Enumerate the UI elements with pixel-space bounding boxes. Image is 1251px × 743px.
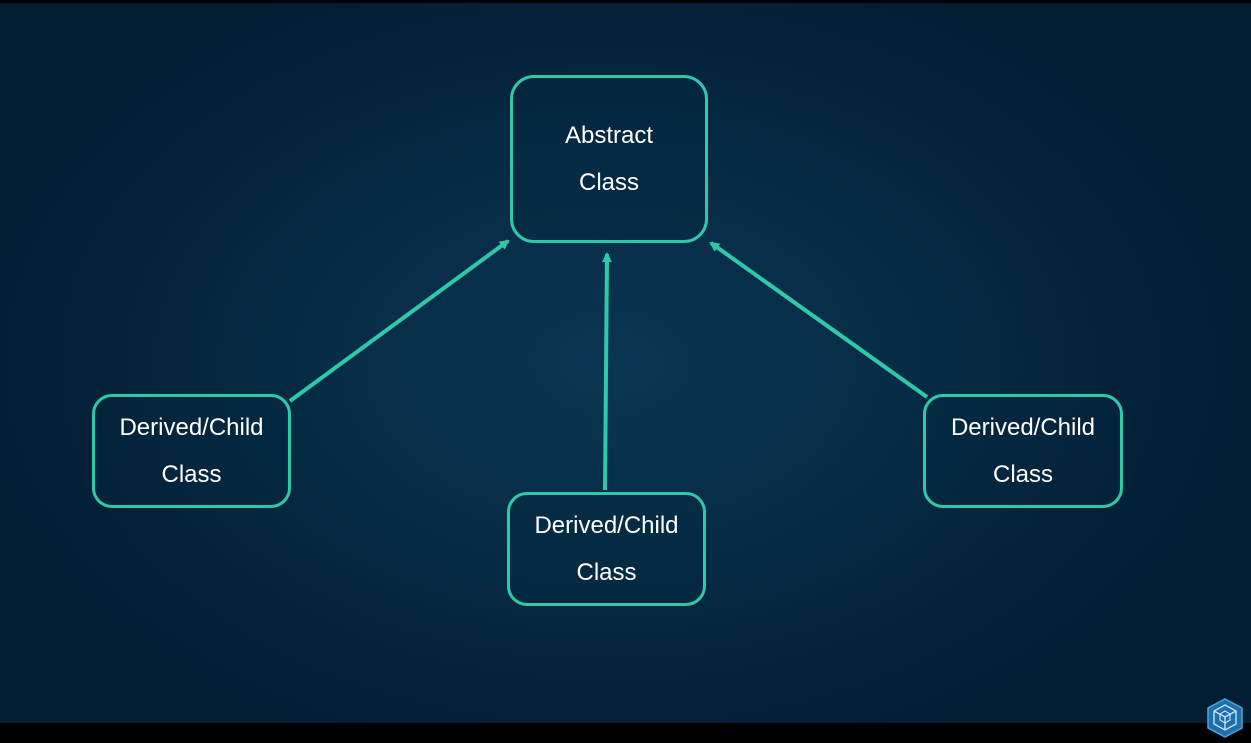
node-label-line-2: Class bbox=[576, 559, 637, 586]
node-label-line-2: Class bbox=[578, 169, 639, 196]
node-label-line-1: Derived/Child bbox=[950, 414, 1096, 441]
node-label-line-1: Derived/Child bbox=[119, 414, 264, 441]
abstract-class-node: Abstract Class bbox=[510, 75, 708, 243]
node-label-line-2: Class bbox=[992, 461, 1053, 488]
derived-class-node-left: Derived/Child Class bbox=[92, 394, 291, 508]
node-label-line-1: Abstract bbox=[564, 122, 654, 149]
edge-left-to-abstract bbox=[288, 239, 510, 403]
derived-class-node-center: Derived/Child Class bbox=[507, 492, 706, 606]
node-label-line-2: Class bbox=[161, 461, 222, 488]
node-label-line-1: Derived/Child bbox=[534, 512, 679, 539]
derived-class-node-right: Derived/Child Class bbox=[923, 394, 1123, 508]
bottom-letterbox-bar bbox=[0, 723, 1251, 743]
edge-center-to-abstract bbox=[601, 252, 612, 491]
edge-right-to-abstract bbox=[709, 241, 929, 399]
hexagon-cube-icon bbox=[1207, 698, 1243, 738]
connector-layer bbox=[288, 239, 929, 491]
diagram-canvas: Abstract Class Derived/Child Class Deriv… bbox=[0, 3, 1251, 723]
